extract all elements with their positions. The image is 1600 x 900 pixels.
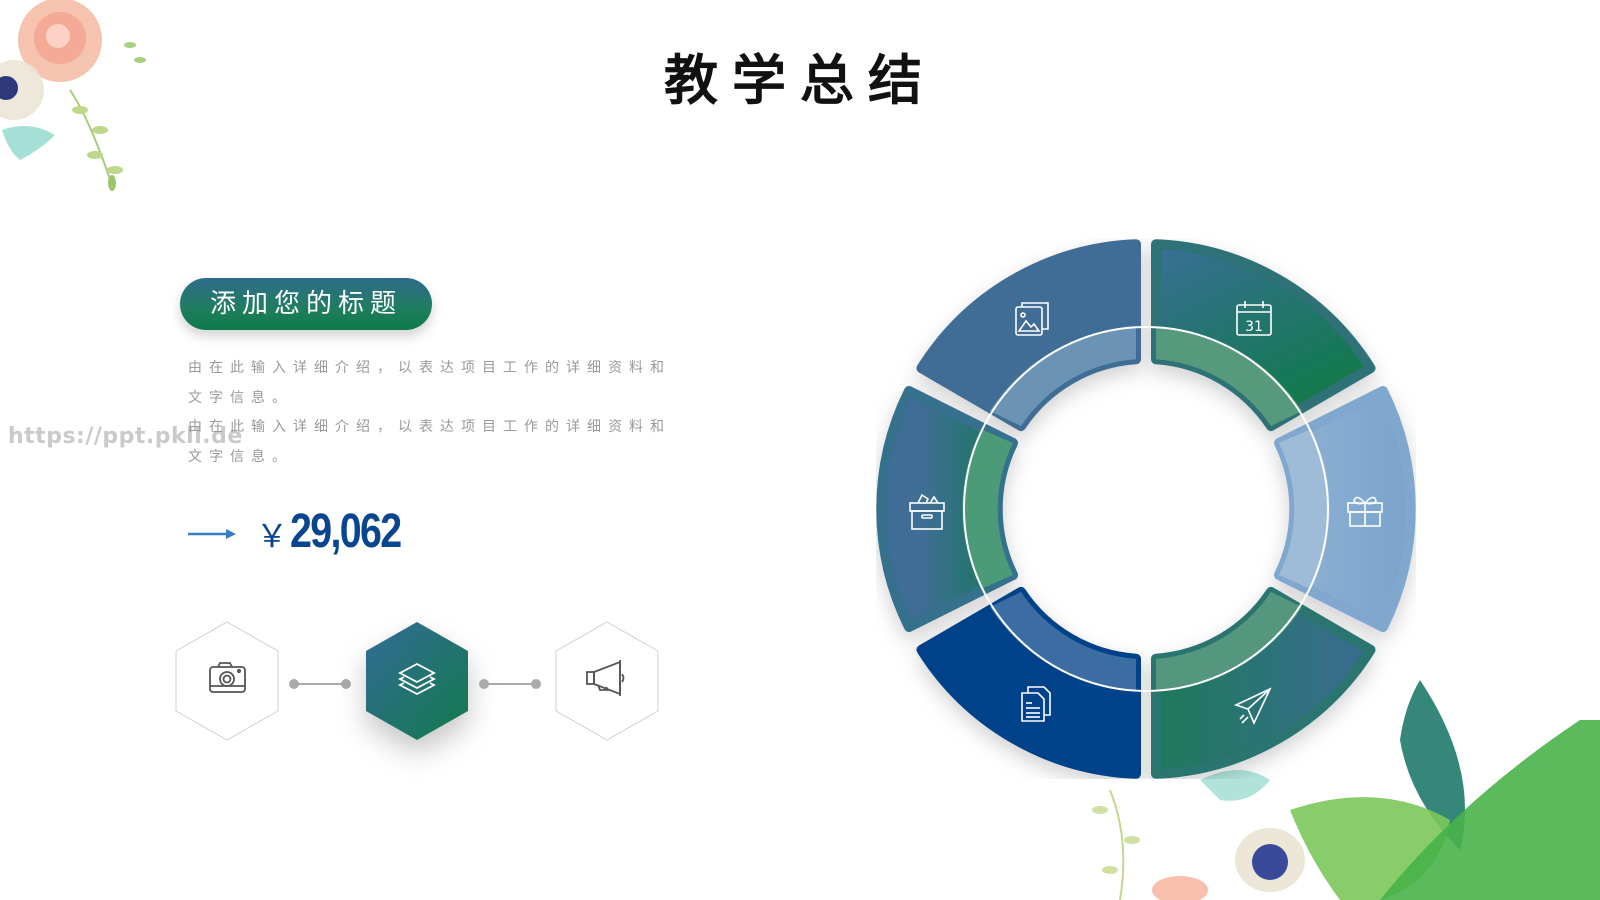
ring-diagram: 31	[876, 239, 1416, 779]
description-text: 由在此输入详细介绍，以表达项目工作的详细资料和文字信息。 由在此输入详细介绍，以…	[188, 354, 688, 472]
watermark-url: https://ppt.pkll.de	[8, 424, 243, 449]
svg-text:31: 31	[1245, 319, 1263, 335]
hex-step-layers[interactable]	[364, 620, 470, 742]
megaphone-icon	[586, 660, 625, 696]
floral-decoration-top-left	[0, 0, 146, 191]
arrow-right-icon	[188, 529, 236, 539]
hex-step-row	[172, 620, 672, 750]
hex-step-camera[interactable]	[174, 620, 280, 742]
archive-box-icon	[909, 493, 945, 530]
ring-segment-bottom-right[interactable]	[1151, 586, 1376, 779]
ring-segment-left[interactable]	[876, 386, 1018, 632]
price-value: ￥29,062	[256, 504, 425, 559]
documents-icon	[1021, 686, 1051, 722]
ring-segment-right[interactable]	[1274, 386, 1416, 632]
hex-step-megaphone[interactable]	[554, 620, 660, 742]
connector-line	[289, 679, 351, 689]
ring-segment-bottom-left[interactable]	[916, 586, 1141, 779]
currency-symbol: ￥	[256, 517, 289, 555]
layers-icon	[398, 662, 436, 696]
price-number: 29,062	[290, 505, 402, 558]
calendar-icon: 31	[1236, 301, 1272, 336]
camera-icon	[209, 662, 246, 693]
paper-plane-icon	[1233, 687, 1272, 725]
leaf-decoration-bottom-right	[1092, 680, 1600, 900]
description-paragraph: 由在此输入详细介绍，以表达项目工作的详细资料和文字信息。	[188, 360, 671, 406]
gift-icon	[1347, 496, 1383, 527]
heading-pill: 添加您的标题	[180, 278, 432, 330]
images-icon	[1015, 302, 1049, 336]
description-paragraph: 由在此输入详细介绍，以表达项目工作的详细资料和文字信息。	[188, 419, 671, 465]
slide-title: 教学总结	[664, 48, 936, 112]
inner-ring-outline	[963, 326, 1329, 692]
connector-line	[479, 679, 541, 689]
